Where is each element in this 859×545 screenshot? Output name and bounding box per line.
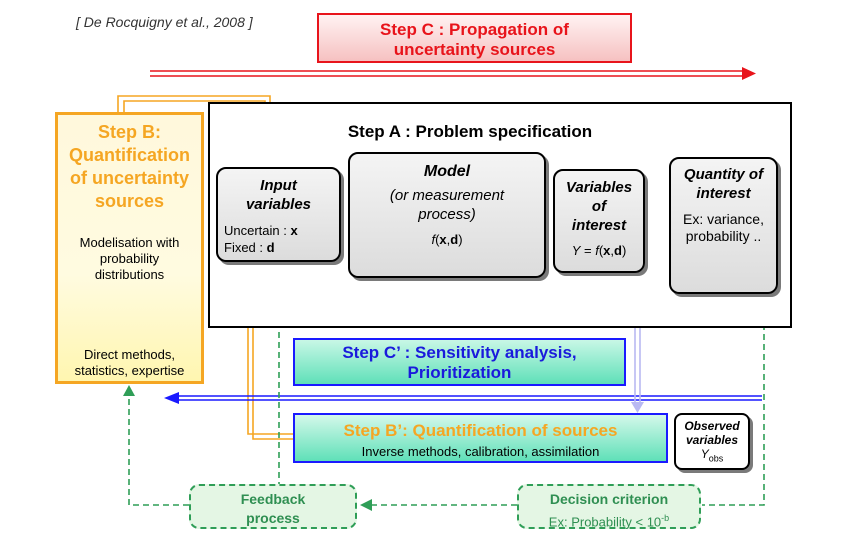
voi-title-line: interest: [571, 217, 627, 234]
variables-of-interest-box: Variables of interest Y = f(x,d): [553, 169, 645, 273]
step-b-box: Step B: Quantification of uncertainty so…: [55, 112, 204, 384]
decision-sub: Ex: Probability < 10-b: [519, 509, 699, 531]
fixed-var: d: [266, 240, 275, 255]
qoi-example-line: Ex: variance,: [683, 211, 764, 227]
step-b-title-line: Quantification: [69, 145, 190, 165]
decision-sub-text: Ex: Probability < 10: [548, 514, 662, 530]
model-subtitle-line: process): [418, 206, 476, 223]
modelisation-line: Modelisation with: [79, 235, 180, 250]
observed-symbol: Yobs: [676, 447, 748, 465]
qoi-example-line: probability ..: [685, 228, 762, 244]
step-c-prime-line1: Step C’ : Sensitivity analysis,: [342, 343, 577, 362]
decision-to-feedback-arrow: [360, 499, 517, 511]
step-c-prime-box: Step C’ : Sensitivity analysis, Prioriti…: [293, 338, 626, 386]
voi-title-line: Variables: [565, 179, 633, 196]
sensitivity-arrow: [164, 392, 762, 404]
citation: [ De Rocquigny et al., 2008 ]: [76, 14, 253, 30]
modelisation-line: distributions: [94, 267, 165, 282]
step-c-prime-line2: Prioritization: [407, 363, 512, 382]
formula-comma: ,: [446, 232, 451, 247]
fixed-label: Fixed :: [224, 240, 267, 255]
step-c-line2: uncertainty sources: [393, 40, 556, 59]
methods-line: statistics, expertise: [74, 363, 185, 378]
model-subtitle-line: (or measurement: [389, 187, 505, 204]
feedback-process-box: Feedback process: [189, 484, 357, 529]
step-b-title-line: sources: [94, 191, 165, 211]
formula-x: x: [439, 232, 447, 247]
formula-f: f: [431, 232, 436, 247]
qoi-example: Ex: variance, probability ..: [671, 211, 776, 245]
direct-methods-text: Direct methods, statistics, expertise: [58, 347, 201, 379]
formula-paren: (: [435, 232, 440, 247]
modelisation-line: probability: [99, 251, 160, 266]
step-b-title-line: Step B:: [98, 122, 161, 142]
observed-y: Y: [700, 447, 709, 461]
formula-d: d: [614, 243, 622, 258]
observed-line: variables: [685, 433, 739, 447]
feedback-line2: process: [246, 510, 300, 526]
voi-title: Variables of interest: [555, 178, 643, 235]
formula-paren: ): [621, 243, 627, 258]
qoi-title-line: Quantity of: [683, 166, 764, 183]
step-b-prime-box: Step B’: Quantification of sources Inver…: [293, 413, 668, 463]
uncertain-var: x: [290, 223, 298, 238]
step-b-prime-title: Step B’: Quantification of sources: [343, 421, 618, 440]
formula-f: f: [595, 243, 599, 258]
decision-title: Decision criterion: [549, 491, 669, 507]
model-title: Model: [423, 163, 471, 180]
step-b-title: Step B: Quantification of uncertainty so…: [58, 121, 201, 213]
step-c-box: Step C : Propagation of uncertainty sour…: [317, 13, 632, 63]
formula-comma: ,: [610, 243, 615, 258]
formula-d: d: [450, 232, 459, 247]
observed-line: Observed: [684, 419, 740, 433]
formula-eq: =: [580, 243, 596, 258]
step-c-line1: Step C : Propagation of: [380, 20, 569, 39]
step-b-title-line: of uncertainty: [69, 168, 189, 188]
model-box: Model (or measurement process) f(x,d): [348, 152, 546, 278]
qoi-title-line: interest: [696, 185, 751, 202]
modelisation-text: Modelisation with probability distributi…: [58, 235, 201, 283]
qoi-title: Quantity of interest: [671, 165, 776, 203]
formula-x: x: [603, 243, 611, 258]
input-variables-title: Input variables: [218, 176, 339, 214]
formula-paren: ): [458, 232, 463, 247]
feedback-line1: Feedback: [240, 491, 306, 507]
input-title-line: variables: [245, 196, 312, 213]
step-a-title: Step A : Problem specification: [347, 122, 593, 141]
step-b-prime-subtitle: Inverse methods, calibration, assimilati…: [361, 444, 600, 459]
fixed-row: Fixed : d: [224, 240, 339, 256]
quantity-of-interest-box: Quantity of interest Ex: variance, proba…: [669, 157, 778, 294]
formula-paren: (: [598, 243, 604, 258]
feedback-loop-lines: [128, 262, 765, 506]
voi-formula: Y = f(x,d): [555, 243, 643, 259]
uncertain-label: Uncertain :: [224, 223, 291, 238]
model-formula: f(x,d): [350, 232, 544, 248]
methods-line: Direct methods,: [83, 347, 176, 362]
input-variables-box: Input variables Uncertain : x Fixed : d: [216, 167, 341, 262]
feedback-arrowhead-up: [123, 385, 135, 396]
decision-sup: -b: [661, 513, 670, 523]
formula-Y: Y: [571, 243, 581, 258]
input-title-line: Input: [260, 177, 297, 194]
observed-subscript: obs: [708, 453, 724, 464]
propagation-arrow: [150, 67, 756, 80]
uncertain-row: Uncertain : x: [224, 223, 339, 239]
voi-title-line: of: [591, 198, 607, 215]
model-subtitle: (or measurement process): [350, 186, 544, 224]
observed-variables-box: Observed variables Yobs: [674, 413, 750, 470]
decision-criterion-box: Decision criterion Ex: Probability < 10-…: [517, 484, 701, 529]
